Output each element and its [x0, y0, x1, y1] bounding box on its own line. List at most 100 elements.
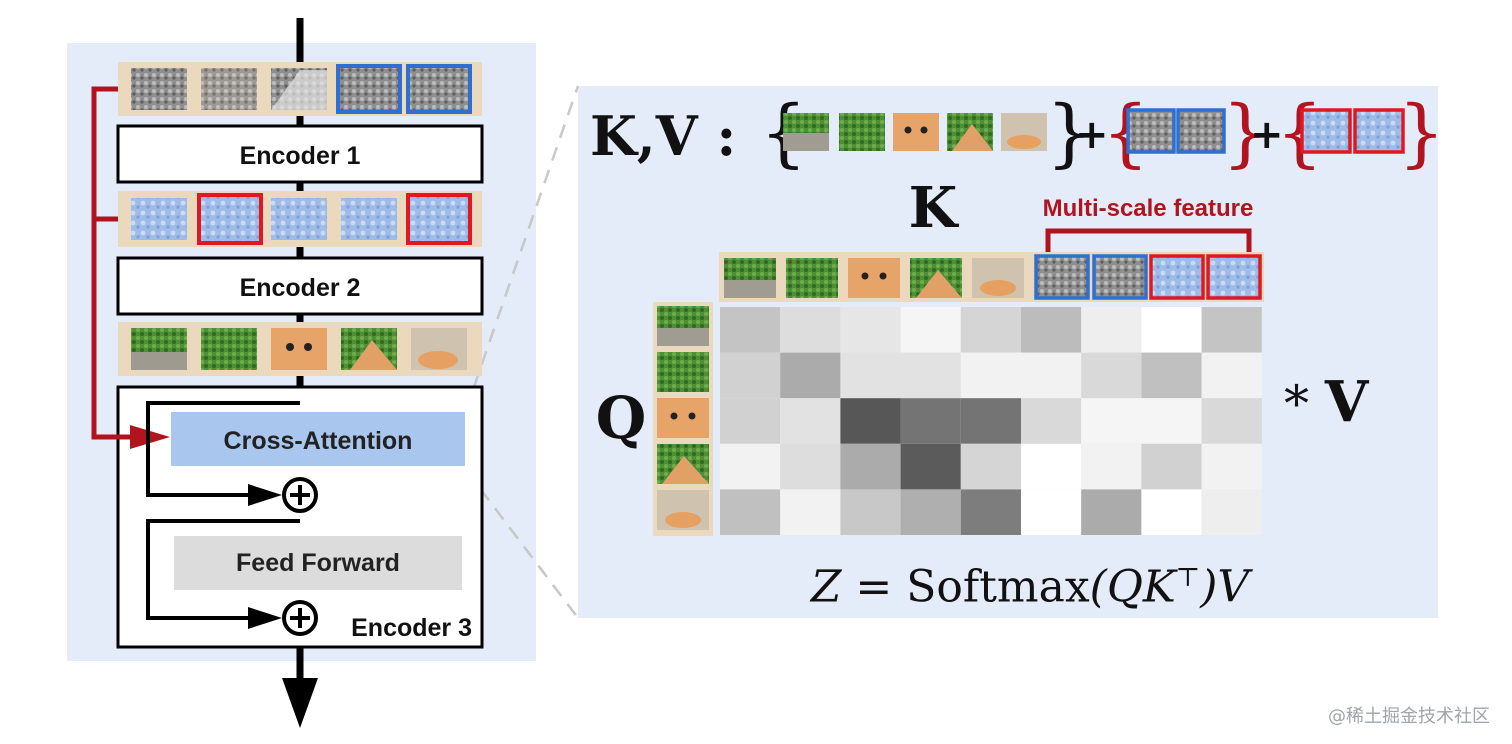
cross-attention-box [171, 412, 465, 466]
tile-blue-frame [1034, 254, 1090, 300]
tile [839, 113, 885, 151]
heatmap-cell [720, 307, 781, 353]
heatmap-cell [1141, 489, 1202, 535]
formula-lhs: Z [810, 561, 842, 613]
residual-arrowhead-1 [248, 484, 282, 506]
formula-tail: )V [1200, 561, 1250, 613]
k-tile-row [719, 252, 1264, 302]
heatmap-cell [780, 352, 841, 399]
heatmap-cell [720, 489, 781, 535]
kv-brace-close-1: } [1046, 90, 1093, 176]
kv-image-set-1 [783, 113, 1047, 151]
tile [657, 352, 709, 392]
heatmap-cell [780, 443, 841, 490]
residual-line-1 [146, 401, 300, 497]
formula-fn: Softmax [906, 561, 1090, 613]
formula-args: (QK [1089, 561, 1176, 613]
attention-formula: Z = Softmax(QK⊤)V [760, 546, 1300, 620]
v-label: V [1324, 369, 1369, 435]
tile [201, 68, 257, 110]
heatmap-cell [780, 398, 841, 444]
tile [271, 328, 327, 370]
encoder-2-label: Encoder 2 [240, 274, 361, 302]
formula-sup: ⊤ [1175, 563, 1201, 593]
heatmap-cell [1141, 443, 1202, 490]
heatmap-cell [960, 443, 1021, 490]
tile [657, 398, 709, 438]
heatmap-cell [1201, 489, 1262, 535]
kv-label: K,V : [590, 104, 737, 168]
heatmap-cell [960, 307, 1021, 353]
tile-blue-frame [1126, 108, 1176, 154]
tile-red-frame [197, 193, 263, 245]
kv-brace-close-3: } [1398, 90, 1445, 176]
tile-strip-1 [118, 62, 482, 116]
zoom-connector-bottom [465, 469, 579, 619]
times-symbol: * [1284, 375, 1309, 433]
kv-image-set-2 [1126, 108, 1226, 154]
kv-plus-2: + [1250, 112, 1284, 158]
heatmap-cell [1021, 307, 1082, 353]
tile-blue-frame [406, 64, 472, 114]
encoder-1-box [116, 124, 484, 184]
heatmap-cell [840, 307, 901, 353]
heatmap-cell [1021, 489, 1082, 535]
heatmap-cell [960, 398, 1021, 444]
heatmap-cell [1081, 489, 1142, 535]
tile [893, 113, 939, 151]
heatmap-cell [840, 352, 901, 399]
heatmap-cell [1201, 443, 1262, 490]
heatmap-cell [900, 489, 961, 535]
heatmap-cell [1021, 398, 1082, 444]
heatmap-cell [1081, 352, 1142, 399]
q-label: Q [595, 384, 647, 452]
heatmap-cell [1081, 443, 1142, 490]
heatmap-cell [900, 307, 961, 353]
times-v-label: * V [1284, 370, 1368, 436]
multiscale-label: Multi-scale feature [1043, 195, 1254, 222]
heatmap-cell [720, 398, 781, 444]
heatmap-cell [780, 489, 841, 535]
cross-attention-label: Cross-Attention [224, 427, 413, 455]
watermark: @稀土掘金技术社区 [1328, 706, 1490, 727]
heatmap-cell [1201, 398, 1262, 444]
heatmap-cell [1021, 352, 1082, 399]
heatmap-cell [900, 443, 961, 490]
heatmap-cell [960, 352, 1021, 399]
heatmap-cell [840, 398, 901, 444]
encoder-1-label: Encoder 1 [240, 142, 361, 170]
tile-blue-frame [336, 64, 402, 114]
tile-blue-frame [1092, 254, 1148, 300]
residual-line-2 [146, 519, 300, 620]
formula-eq: = [855, 561, 893, 613]
heatmap-cell [780, 307, 841, 353]
kv-image-set-3 [1300, 108, 1405, 154]
heatmap-cell [1201, 352, 1262, 399]
tile-blue-frame [1176, 108, 1226, 154]
tile-red-frame [406, 193, 472, 245]
heatmap-cell [1141, 398, 1202, 444]
tile [271, 198, 327, 240]
residual-arrowhead-2 [248, 607, 282, 629]
encoder-2-box [116, 256, 484, 316]
heatmap-cell [1141, 307, 1202, 353]
heatmap-cell [1081, 398, 1142, 444]
tile-red-frame [1353, 108, 1405, 154]
feed-forward-box [174, 536, 462, 590]
output-arrowhead [282, 678, 318, 728]
heatmap-cell [720, 352, 781, 399]
tile [786, 258, 838, 298]
feed-forward-label: Feed Forward [236, 549, 400, 577]
tile [131, 68, 187, 110]
heatmap-cell [1081, 307, 1142, 353]
heatmap-cell [1021, 443, 1082, 490]
zoom-connector-top [464, 85, 580, 411]
tile [201, 328, 257, 370]
tile [131, 198, 187, 240]
q-tile-column [653, 302, 713, 536]
tile-strip-2 [118, 191, 482, 247]
kv-brace-close-2: } [1222, 90, 1269, 176]
tile-red-frame [1300, 108, 1352, 154]
tile [848, 258, 900, 298]
multiscale-bracket [1045, 228, 1252, 252]
